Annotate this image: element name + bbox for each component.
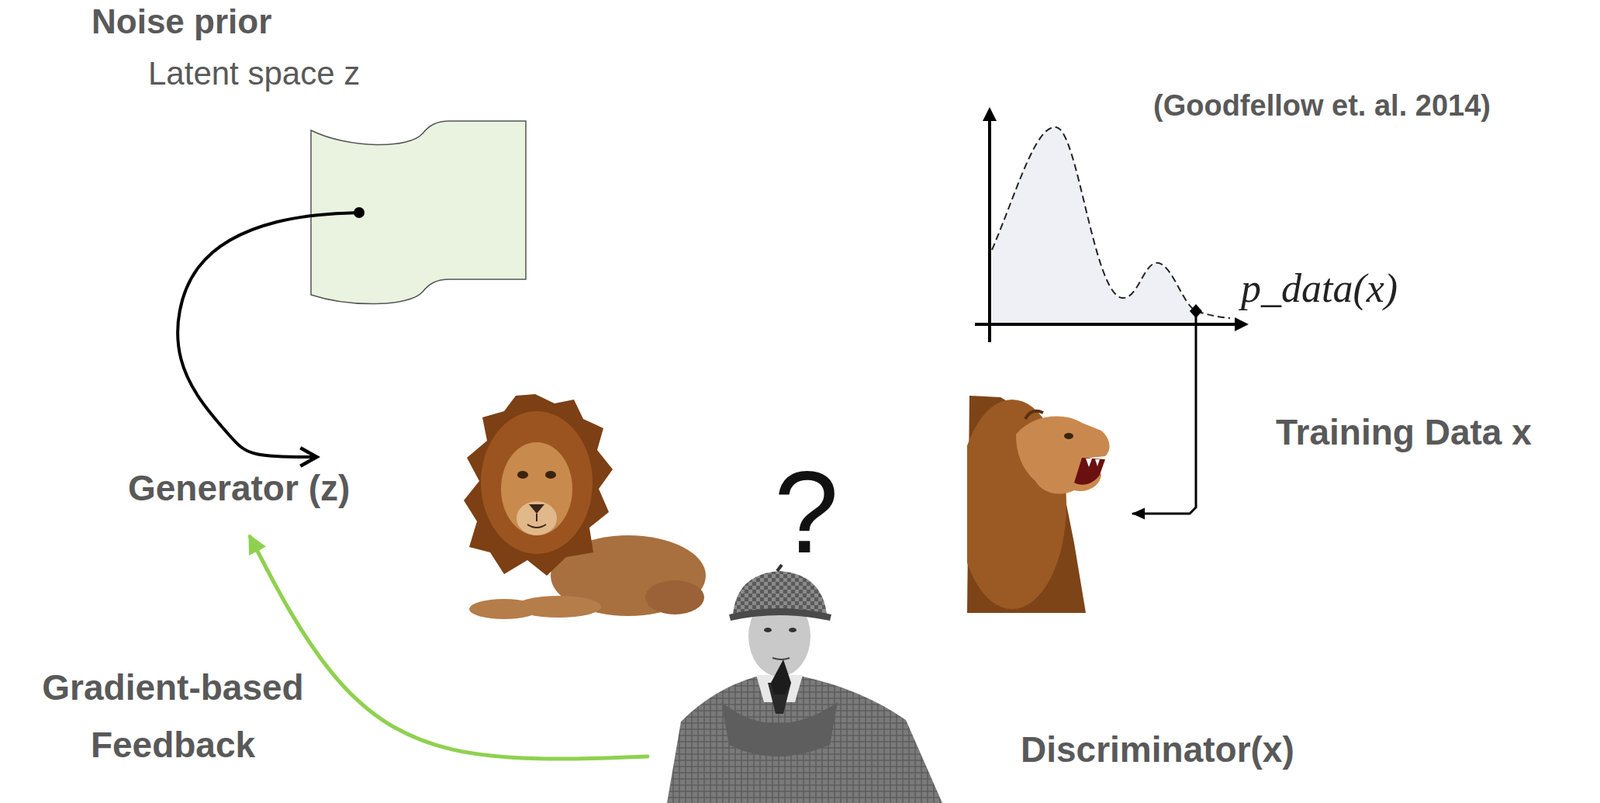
distribution-chart: p_data(x) xyxy=(961,100,1257,350)
training-lion xyxy=(967,395,1110,613)
component-label: Discriminator(x) xyxy=(1020,729,1295,771)
generator-label: Generator (z) xyxy=(127,467,350,509)
question-mark: ? xyxy=(774,453,839,571)
distribution-chart xyxy=(974,107,1249,343)
sampling-arrow xyxy=(177,212,360,457)
edge-label: Gradient-based Feedback xyxy=(10,659,336,774)
latent-space: Noise priorLatent space z xyxy=(311,122,526,307)
heading-text: Noise prior xyxy=(91,2,272,42)
generated-lion xyxy=(463,393,706,619)
citation-note: (Goodfellow et. al. 2014) xyxy=(1153,89,1491,124)
component-label: Training Data x xyxy=(1275,411,1532,453)
subheading-text: Latent space z xyxy=(148,55,360,93)
detective-figure xyxy=(666,564,943,803)
training-data: Training Data x xyxy=(967,393,1113,611)
sampling-leader xyxy=(1133,311,1196,514)
component-label: Generator (z) xyxy=(127,467,350,509)
axis-label: p_data(x) xyxy=(1240,265,1398,312)
feedback-arrow xyxy=(249,536,648,759)
discriminator: ?Discriminator(x) xyxy=(642,566,950,803)
